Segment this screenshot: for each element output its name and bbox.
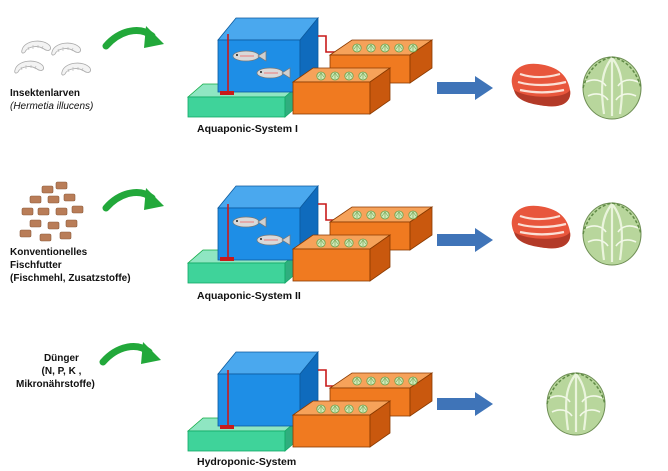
- system-label-row2: Aquaponic-System II: [197, 290, 301, 302]
- input-label-row1-line1: Insektenlarven: [10, 88, 81, 99]
- salmon-fillet-icon: [510, 62, 572, 108]
- lettuce-icon: [581, 55, 643, 121]
- input-label-row2-line1: Konventionelles: [10, 247, 88, 258]
- input-label-row3-line3: Mikronährstoffe): [16, 379, 95, 390]
- input-label-row2-line3: (Fischmehl, Zusatzstoffe): [10, 273, 131, 284]
- input-label-row3-line1: Dünger: [43, 353, 79, 364]
- fish-feed-pellets-icon: [19, 181, 84, 242]
- input-label-row1-line2: (Hermetia illucens): [10, 101, 94, 112]
- input-label-row2-line2: Fischfutter: [10, 260, 62, 271]
- green-arrow-icon-row1: [106, 26, 164, 48]
- system-label-row1: Aquaponic-System I: [197, 123, 298, 135]
- green-arrow-icon-row3: [103, 342, 161, 364]
- lettuce-icon: [581, 201, 643, 267]
- green-arrow-icon-row2: [106, 188, 164, 210]
- system-label-row3: Hydroponic-System: [197, 456, 297, 468]
- input-label-row1: Insektenlarven (Hermetia illucens): [10, 87, 93, 113]
- hydroponic-system: [186, 350, 434, 452]
- aquaponic-system-2: [186, 184, 434, 284]
- input-label-row2: Konventionelles Fischfutter (Fischmehl, …: [10, 246, 131, 285]
- aquaponic-system-1: [186, 16, 434, 118]
- blue-arrow-icon-row2: [437, 228, 493, 252]
- input-label-row3: Dünger (N, P, K , Mikronährstoffe): [16, 352, 95, 391]
- blue-arrow-icon-row3: [437, 392, 493, 416]
- lettuce-icon: [545, 371, 607, 437]
- blue-arrow-icon-row1: [437, 76, 493, 100]
- salmon-fillet-icon: [510, 204, 572, 250]
- input-label-row3-line2: (N, P, K ,: [41, 366, 82, 377]
- larvae-icon: [14, 40, 91, 76]
